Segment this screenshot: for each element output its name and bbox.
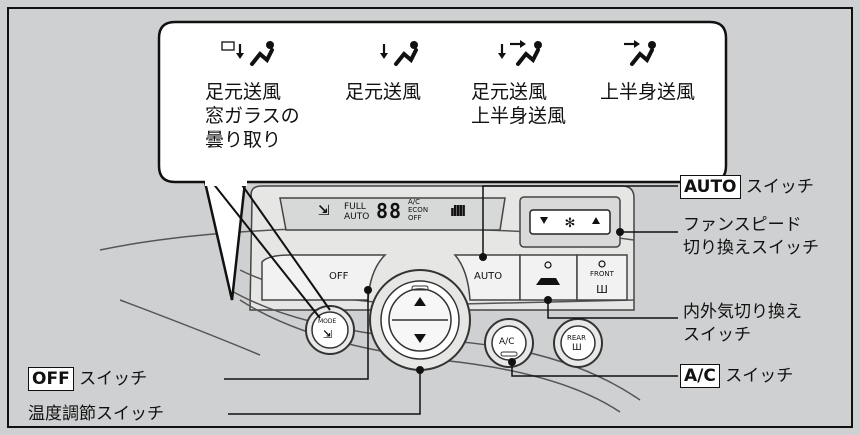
fan-callout-line1: ファンスピード bbox=[683, 215, 802, 235]
display-fan-level-icon: ıllll bbox=[450, 204, 466, 220]
ac-switch-callout: A/C スイッチ bbox=[680, 364, 793, 388]
display-ac-text: A/C bbox=[408, 198, 421, 206]
temp-down-arrow-icon bbox=[414, 334, 426, 343]
recirculation-button[interactable] bbox=[519, 254, 578, 301]
mode-label-upper: 上半身送風 bbox=[600, 80, 695, 104]
mode-label-floor-upper: 足元送風 上半身送風 bbox=[471, 80, 566, 128]
mode-label-line: 足元送風 bbox=[205, 81, 282, 103]
auto-switch-text: スイッチ bbox=[745, 177, 814, 197]
recirc-callout-line2: スイッチ bbox=[683, 325, 751, 345]
recirculation-car-icon bbox=[536, 278, 560, 285]
recirculation-leader bbox=[547, 300, 678, 319]
rear-defrost-button[interactable] bbox=[553, 318, 603, 368]
recirc-callout-line1: 内外気切り換え bbox=[683, 302, 802, 322]
fan-speed-switch[interactable]: ✻ bbox=[519, 196, 621, 248]
fan-icon: ✻ bbox=[565, 216, 576, 231]
mode-button-icon: ⇲ bbox=[323, 328, 333, 341]
airflow-floor-upper-icon bbox=[498, 40, 542, 66]
auto-switch-callout: AUTO スイッチ bbox=[680, 175, 814, 199]
auto-key-box: AUTO bbox=[680, 175, 741, 199]
mode-label-line: 上半身送風 bbox=[471, 105, 567, 127]
auto-leader bbox=[482, 185, 678, 257]
airflow-floor-icon bbox=[380, 41, 418, 66]
leader-lines bbox=[224, 185, 678, 415]
display-full-auto: FULL AUTO bbox=[344, 202, 369, 222]
temperature-dial[interactable] bbox=[369, 269, 471, 371]
indicator-light-icon bbox=[544, 261, 552, 269]
fan-up-arrow-icon bbox=[592, 217, 600, 224]
display-full-text: FULL bbox=[344, 202, 366, 212]
display-off-text: OFF bbox=[408, 214, 422, 222]
fan-down-arrow-icon bbox=[540, 217, 548, 224]
auto-button-label: AUTO bbox=[474, 271, 503, 282]
leader-dots bbox=[364, 228, 624, 374]
ac-button-label: A/C bbox=[499, 337, 515, 347]
off-button-label: OFF bbox=[329, 271, 349, 282]
mode-label-line: 足元送風 bbox=[471, 81, 548, 103]
ac-switch-text: スイッチ bbox=[725, 366, 794, 386]
front-defrost-icon: Ш bbox=[596, 283, 608, 296]
airflow-floor-defrost-icon bbox=[221, 41, 274, 66]
figure-frame bbox=[7, 7, 853, 428]
front-button-label: FRONT bbox=[590, 270, 614, 278]
rear-button-label: REAR bbox=[567, 334, 586, 342]
ac-leader bbox=[511, 362, 678, 377]
mode-callout-bubble bbox=[157, 20, 728, 319]
display-panel bbox=[279, 197, 506, 231]
recirculation-switch-callout: 内外気切り換え スイッチ bbox=[683, 301, 802, 347]
display-econ-text: ECON bbox=[408, 206, 429, 214]
temp-up-arrow-icon bbox=[414, 297, 426, 306]
off-key-box: OFF bbox=[28, 367, 74, 391]
temperature-switch-callout: 温度調節スイッチ bbox=[28, 404, 164, 424]
display-temperature-digits: 88 bbox=[376, 199, 403, 223]
mode-label-line: 曇り取り bbox=[205, 129, 282, 151]
front-defrost-button[interactable]: Ш bbox=[576, 254, 628, 301]
display-status: A/C ECON OFF bbox=[408, 198, 428, 222]
off-switch-callout: OFF スイッチ bbox=[28, 367, 147, 391]
ac-button[interactable] bbox=[484, 318, 534, 368]
off-switch-text: スイッチ bbox=[79, 369, 148, 389]
indicator-light-icon bbox=[598, 260, 606, 268]
temp-leader bbox=[228, 370, 421, 415]
fan-callout-line2: 切り換えスイッチ bbox=[683, 238, 819, 258]
mode-label-line: 足元送風 bbox=[345, 81, 422, 103]
mode-button[interactable] bbox=[305, 305, 355, 355]
airflow-upper-icon bbox=[624, 40, 656, 66]
fan-switch-callout: ファンスピード 切り換えスイッチ bbox=[683, 214, 819, 260]
mode-label-floor-defrost: 足元送風 窓ガラスの 曇り取り bbox=[205, 80, 300, 152]
auto-button[interactable] bbox=[453, 254, 521, 301]
mode-label-line: 窓ガラスの bbox=[205, 105, 300, 127]
mode-label-line: 上半身送風 bbox=[600, 81, 696, 103]
mode-button-label: MODE bbox=[318, 318, 337, 325]
off-leader bbox=[224, 290, 369, 380]
rear-defrost-icon: Ш bbox=[572, 343, 582, 353]
mode-label-floor: 足元送風 bbox=[345, 80, 421, 104]
display-airflow-icon: ⇲ bbox=[318, 203, 330, 219]
ac-key-box: A/C bbox=[680, 364, 720, 388]
display-auto-text: AUTO bbox=[344, 212, 370, 222]
